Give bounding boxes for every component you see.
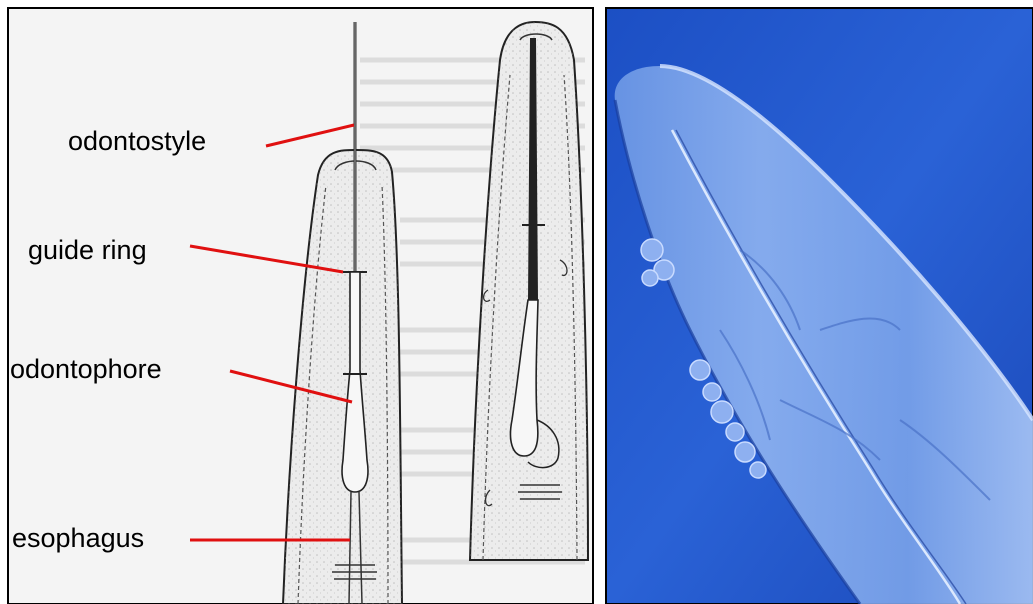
- label-odontophore-text: odontophore: [10, 354, 162, 384]
- label-esophagus-text: esophagus: [12, 523, 144, 553]
- label-odontostyle-text: odontostyle: [68, 126, 206, 156]
- drawing-panel: odontostyle guide ring odontophore esoph…: [8, 8, 593, 604]
- label-guide-ring-text: guide ring: [28, 235, 147, 265]
- micrograph-panel: [606, 8, 1033, 604]
